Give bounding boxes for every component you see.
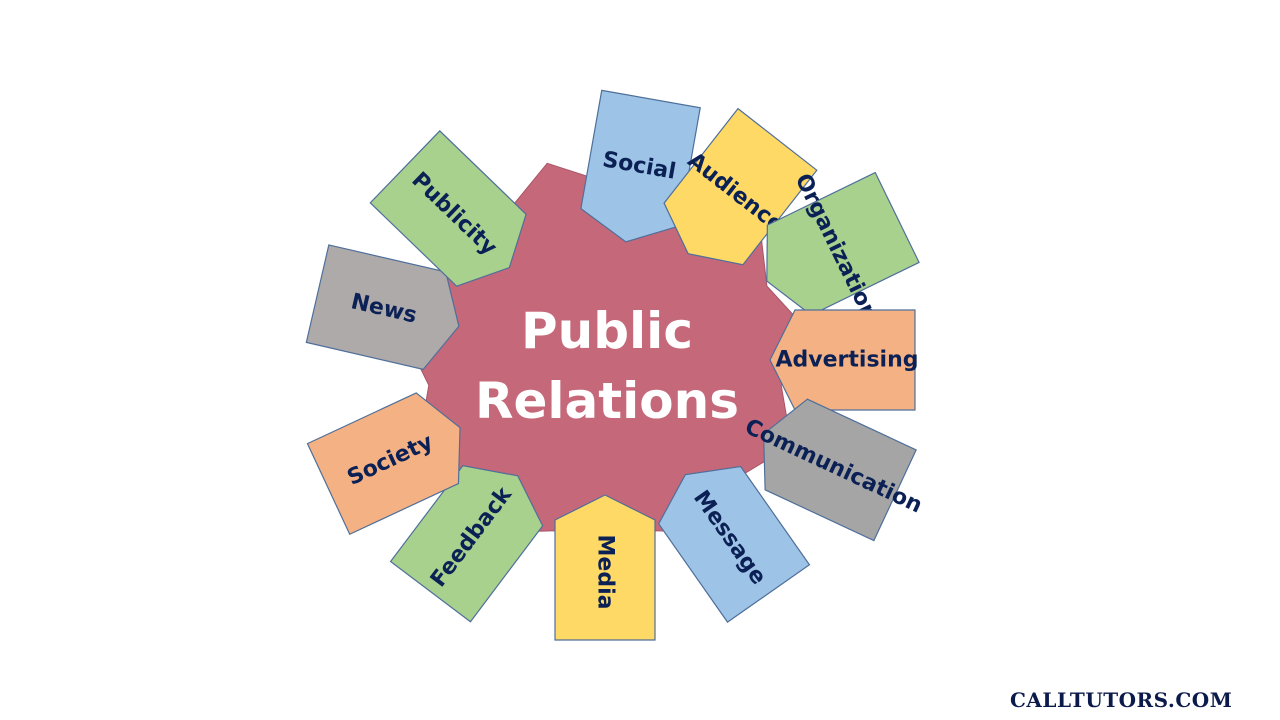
spoke-message: Message bbox=[657, 465, 811, 623]
spoke-feedback: Feedback bbox=[389, 465, 544, 623]
spoke-label-advertising: Advertising bbox=[776, 348, 919, 373]
spoke-shape-news bbox=[305, 244, 460, 371]
spoke-shape-feedback bbox=[389, 465, 544, 623]
spoke-media: Media bbox=[554, 494, 656, 641]
spoke-news: News bbox=[305, 244, 460, 371]
center-label-line1: Public bbox=[521, 302, 693, 360]
spoke-shape-advertising bbox=[769, 309, 916, 411]
spoke-shape-society bbox=[306, 392, 461, 536]
spoke-shape-publicity bbox=[369, 130, 527, 287]
spoke-advertising: Advertising bbox=[769, 309, 919, 411]
spoke-shape-communication bbox=[762, 398, 917, 542]
spoke-publicity: Publicity bbox=[369, 130, 527, 287]
watermark-text: CALLTUTORS.COM bbox=[1010, 688, 1233, 712]
spoke-shape-media bbox=[554, 494, 656, 641]
spoke-shape-audience bbox=[663, 107, 818, 266]
spoke-shape-message bbox=[657, 465, 811, 623]
spoke-label-media: Media bbox=[593, 535, 618, 610]
spoke-society: Society bbox=[306, 392, 461, 536]
center-label-line2: Relations bbox=[475, 372, 739, 430]
spoke-organization: Organization bbox=[766, 170, 920, 325]
spoke-shape-organization bbox=[766, 171, 920, 316]
